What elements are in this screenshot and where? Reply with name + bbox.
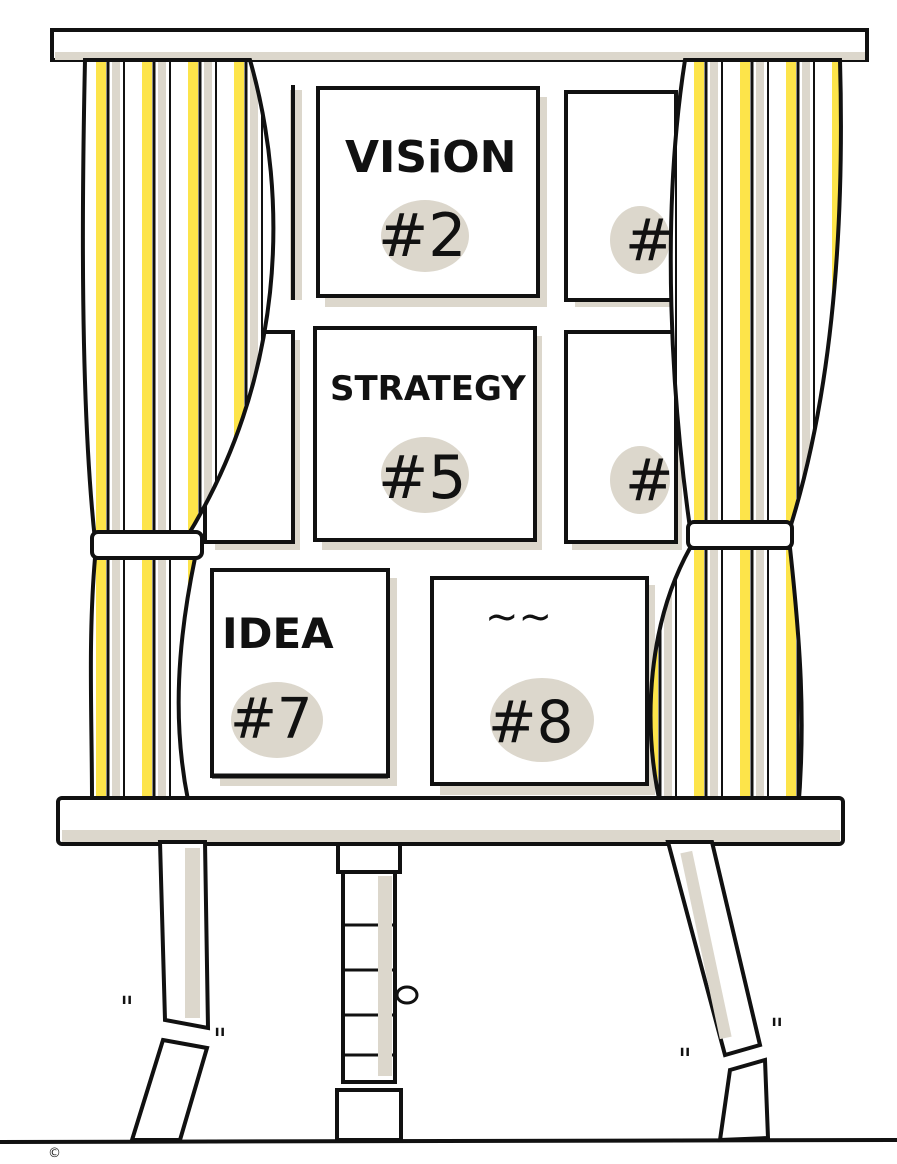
- vision-number: #2: [378, 201, 466, 271]
- vision-label: VISiON: [345, 132, 516, 183]
- legs: " " " ": [120, 842, 784, 1140]
- idea-label: IDEA: [222, 609, 334, 658]
- copyright-text: ©: [48, 1146, 61, 1161]
- left-tieback: [92, 532, 202, 558]
- idea-number: #7: [230, 687, 313, 752]
- center-leg-cap: [338, 844, 400, 872]
- strategy-number: #5: [378, 443, 466, 513]
- right-curtain: [651, 60, 841, 812]
- strategy-label: STRATEGY: [330, 369, 526, 409]
- panel-8-squiggle: ~~: [485, 594, 552, 640]
- left-leg-upper: [160, 842, 208, 1028]
- right-leg-mark-upper: ": [770, 1013, 784, 1048]
- left-leg-lower: [132, 1040, 207, 1140]
- center-leg-knob: [397, 987, 417, 1003]
- left-leg-mark-upper: ": [120, 991, 134, 1026]
- left-leg-mark-lower: ": [213, 1023, 227, 1058]
- panel-8-number: #8: [488, 688, 574, 756]
- panel-3-number: #: [625, 206, 674, 274]
- right-leg-mark-lower: ": [678, 1043, 692, 1078]
- right-tieback: [688, 522, 792, 548]
- right-leg-upper: [668, 842, 760, 1055]
- ground-line: [0, 1140, 897, 1142]
- center-leg-foot: [337, 1090, 401, 1140]
- right-leg-lower: [720, 1060, 768, 1140]
- panel-6-number: #: [625, 446, 674, 514]
